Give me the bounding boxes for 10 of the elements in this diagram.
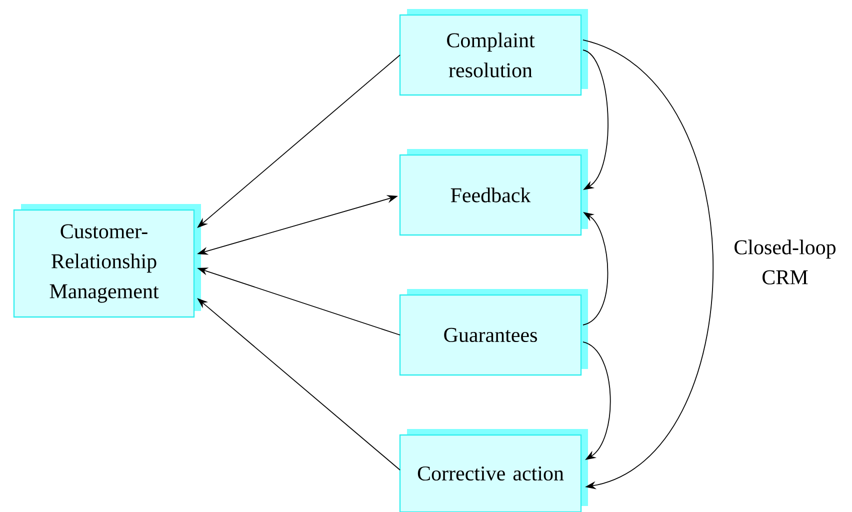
process-box: Complaint resolution [399,9,588,96]
process-box: Corrective action [399,429,588,512]
process-box: Customer-Relationship Management [13,204,201,318]
arrow [582,50,608,190]
arrow [582,342,611,460]
edge-label: Closed-loop CRM [734,240,836,284]
process-box: Guarantees [399,289,588,376]
arrow [582,40,714,490]
process-box: Feedback [399,149,588,236]
arrow [582,212,608,326]
